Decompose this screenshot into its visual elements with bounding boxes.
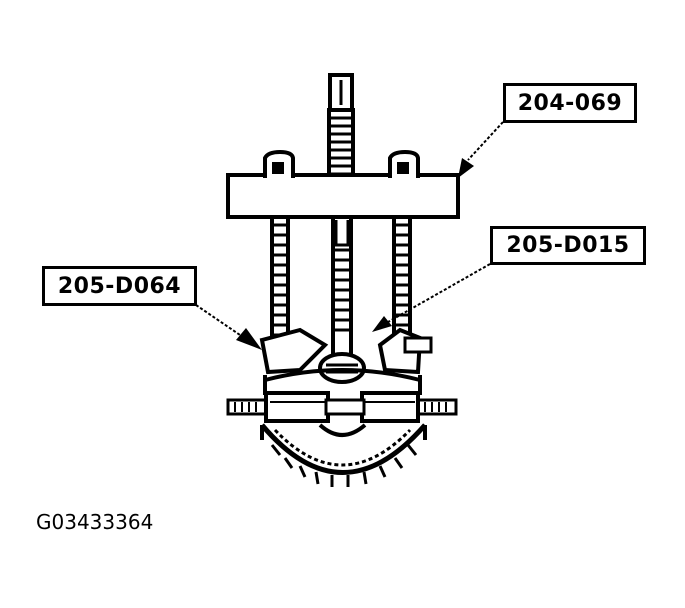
center-forcing-screw [327, 73, 355, 182]
crossbar [226, 149, 460, 219]
figure-id: G03433364 [36, 510, 154, 534]
leader-lines [195, 121, 504, 350]
callout-204-069: 204-069 [503, 83, 637, 123]
leader-205-D015 [387, 263, 491, 323]
threaded-rods [270, 215, 412, 369]
callout-label: 205-D015 [506, 233, 630, 258]
arrowhead-204-069 [458, 158, 474, 178]
arrowhead-205-D064 [236, 328, 262, 350]
leader-205-D064 [195, 304, 241, 336]
callout-label: 205-D064 [57, 273, 182, 299]
callout-205-d015: 205-D015 [490, 226, 646, 265]
puller-jaws [259, 327, 433, 384]
callout-205-d064: 205-D064 [42, 266, 197, 306]
leader-204-069 [467, 121, 504, 161]
arrowhead-205-D015 [372, 316, 392, 332]
gear [260, 423, 427, 487]
split-plate [226, 368, 458, 423]
callout-label: 204-069 [517, 90, 623, 116]
